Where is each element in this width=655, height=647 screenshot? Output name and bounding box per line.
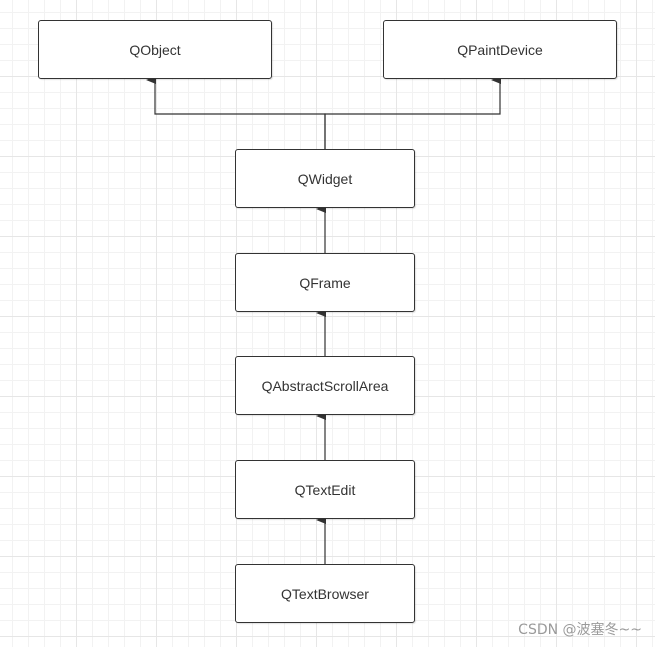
node-qobject-label: QObject: [129, 41, 181, 58]
node-qabstractscrollarea-label: QAbstractScrollArea: [261, 377, 389, 394]
node-qabstractscrollarea[interactable]: QAbstractScrollArea: [235, 356, 415, 415]
node-qpaintdevice[interactable]: QPaintDevice: [383, 20, 617, 79]
edge-qwidget-to-qobject: [146, 76, 326, 150]
node-qwidget[interactable]: QWidget: [235, 149, 415, 208]
node-qtextedit[interactable]: QTextEdit: [235, 460, 415, 519]
node-qframe-label: QFrame: [299, 274, 351, 291]
node-qwidget-label: QWidget: [297, 170, 353, 187]
node-qpaintdevice-label: QPaintDevice: [457, 41, 543, 58]
watermark-text: CSDN @波塞冬~~: [518, 622, 642, 638]
edge-qwidget-to-qpaintdevice: [324, 76, 501, 150]
node-qtextbrowser[interactable]: QTextBrowser: [235, 564, 415, 623]
node-qtextedit-label: QTextEdit: [294, 481, 356, 498]
node-qobject[interactable]: QObject: [38, 20, 272, 79]
node-qtextbrowser-label: QTextBrowser: [281, 585, 369, 602]
node-qframe[interactable]: QFrame: [235, 253, 415, 312]
